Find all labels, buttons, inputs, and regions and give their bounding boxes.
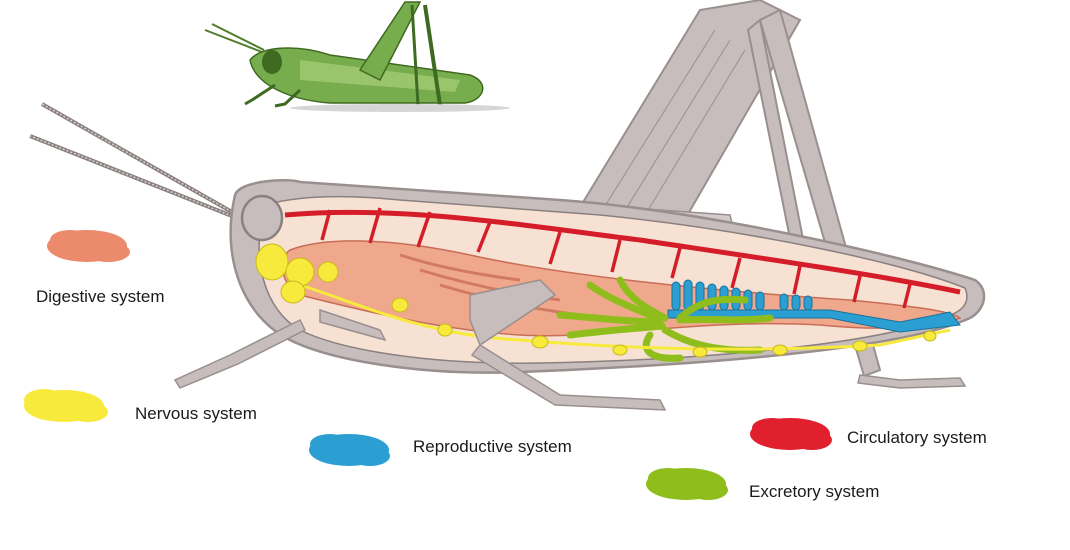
grasshopper-anatomy-cutaway <box>29 0 986 411</box>
legend-label-nervous: Nervous system <box>135 404 257 423</box>
legend-swatch-excretory <box>646 468 728 500</box>
legend-label-excretory: Excretory system <box>749 482 880 501</box>
legend-label-circulatory: Circulatory system <box>847 428 987 447</box>
legend-label-digestive: Digestive system <box>36 287 165 306</box>
legend-swatch-nervous <box>24 389 108 422</box>
legend-label-reproductive: Reproductive system <box>413 437 572 456</box>
legend-swatch-circulatory <box>750 418 832 450</box>
legend-swatch-reproductive <box>309 434 390 466</box>
legend-swatch-digestive <box>47 230 130 262</box>
grasshopper-photo-icon <box>204 1 510 112</box>
